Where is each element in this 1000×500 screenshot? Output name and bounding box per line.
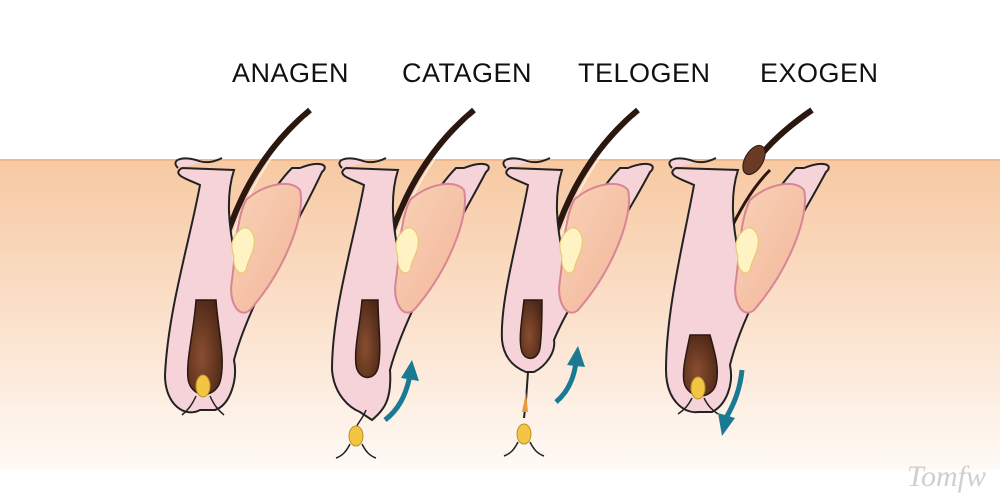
skin-layer <box>0 160 1000 470</box>
telogen-arrow-up <box>554 346 585 404</box>
dermal-papilla <box>195 374 211 398</box>
watermark: Tomfw <box>907 460 986 493</box>
gland-lobe <box>231 227 255 274</box>
dermal-papilla <box>348 425 364 447</box>
catagen-follicle <box>330 107 490 459</box>
gland-lobe <box>395 227 419 274</box>
stage-label-exogen: EXOGEN <box>760 58 879 88</box>
telogen-follicle <box>500 107 654 457</box>
stage-label-catagen: CATAGEN <box>402 58 533 88</box>
anagen-follicle <box>163 107 326 416</box>
dermal-papilla <box>516 423 532 445</box>
hair-bulb <box>354 299 381 379</box>
shed-club-end <box>742 144 766 176</box>
exogen-follicle <box>664 107 830 415</box>
club-hair-root <box>519 299 543 360</box>
dermal-papilla <box>690 376 706 400</box>
gland-lobe <box>735 227 759 274</box>
catagen-arrow-up <box>383 360 419 422</box>
stage-label-anagen: ANAGEN <box>232 58 350 88</box>
stage-label-telogen: TELOGEN <box>578 58 711 88</box>
gland-lobe <box>559 227 583 274</box>
exogen-arrow-down <box>718 369 745 436</box>
